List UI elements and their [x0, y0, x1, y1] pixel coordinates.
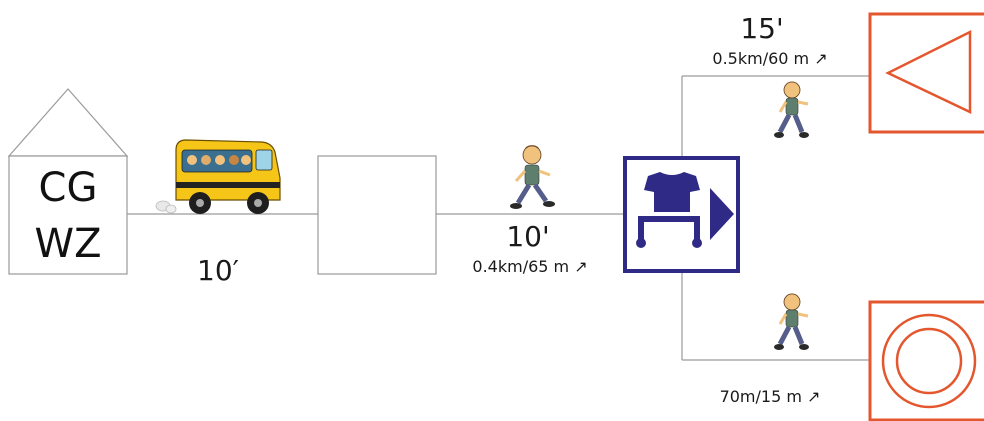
walking-person-icon: [510, 145, 555, 209]
walk-leg-lower-distance: 70m/15 m ↗: [720, 387, 821, 406]
walk-leg-upper-distance: 0.5km/60 m ↗: [712, 49, 827, 68]
walking-person-icon-lower: [774, 293, 809, 350]
walk-leg-1-distance: 0.4km/65 m ↗: [472, 257, 587, 276]
house-label-line2: WZ: [35, 221, 102, 267]
house-label-line1: CG: [39, 165, 98, 211]
concentric-circles-sign-icon: [868, 300, 984, 421]
house-icon: [7, 88, 129, 275]
walk-leg-1-time: 10': [506, 220, 549, 253]
walk-leg-upper-time: 15': [740, 12, 783, 45]
school-bus-icon: [155, 139, 281, 214]
clothing-cart-hub-icon: [623, 156, 740, 273]
triangle-sign-icon: [868, 12, 984, 134]
walking-person-icon-upper: [774, 81, 809, 138]
bus-leg-time: 10′: [197, 254, 239, 287]
intermediate-stop-box: [317, 155, 437, 275]
